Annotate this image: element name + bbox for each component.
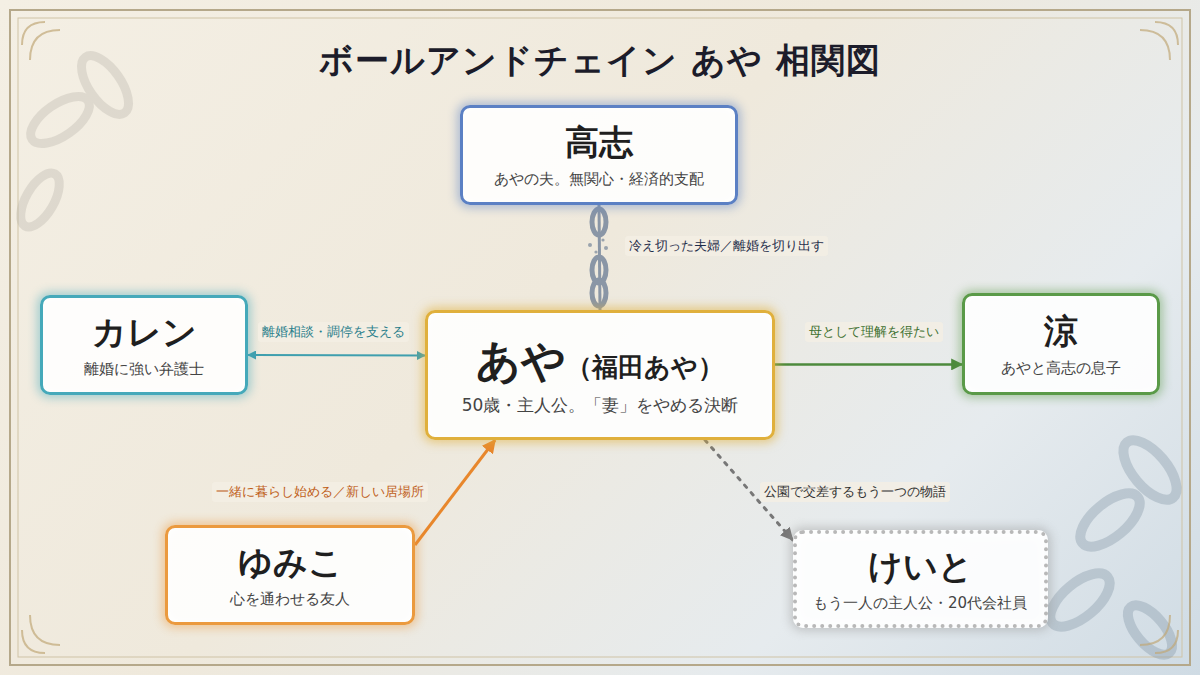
- node-description: 50歳・主人公。「妻」をやめる決断: [462, 394, 739, 417]
- heading-row: あや（福田あや）: [476, 333, 724, 388]
- node-heading: 高志: [565, 121, 633, 164]
- arrow: [775, 363, 962, 366]
- node-heading: あや: [476, 335, 566, 386]
- edge-label: 離婚相談・調停を支える: [258, 322, 409, 342]
- edge-label: 母として理解を得たい: [805, 322, 943, 342]
- node-heading: 涼: [1044, 310, 1078, 353]
- edge-label: 冷え切った夫婦／離婚を切り出す: [625, 236, 828, 256]
- son-box: 涼あやと高志の息子: [962, 293, 1160, 395]
- node-heading: ゆみこ: [238, 541, 343, 584]
- node-description: 離婚に強い弁護士: [84, 360, 204, 379]
- chain-connector: [599, 205, 600, 310]
- node-description: 心を通わせる友人: [230, 590, 350, 609]
- corner-chain: [13, 48, 138, 233]
- node-description: もう一人の主人公・20代会社員: [813, 594, 1027, 613]
- corner-ornament: [22, 22, 1178, 653]
- frame-inner: [18, 18, 1182, 657]
- corner-chain: [1041, 431, 1186, 661]
- node-description: あやと高志の息子: [1001, 359, 1121, 378]
- edge-label: 一緒に暮らし始める／新しい居場所: [212, 482, 428, 502]
- node-description: あやの夫。無関心・経済的支配: [494, 170, 704, 189]
- frame-outer: [10, 10, 1190, 665]
- friend-box: ゆみこ心を通わせる友人: [165, 525, 415, 625]
- lawyer-box: カレン離婚に強い弁護士: [40, 295, 248, 395]
- diagram-title: ボールアンドチェイン あや 相関図: [0, 38, 1200, 84]
- other-protagonist-box: けいともう一人の主人公・20代会社員: [793, 530, 1048, 628]
- node-fullname: （福田あや）: [566, 352, 724, 382]
- node-heading: カレン: [92, 311, 197, 354]
- node-heading: けいと: [868, 545, 973, 588]
- edge-label: 公園で交差するもう一つの物語: [760, 482, 950, 502]
- two-way-arrow: [248, 354, 425, 357]
- protagonist-box: あや（福田あや） 50歳・主人公。「妻」をやめる決断: [425, 310, 775, 440]
- husband-box: 高志あやの夫。無関心・経済的支配: [460, 105, 738, 205]
